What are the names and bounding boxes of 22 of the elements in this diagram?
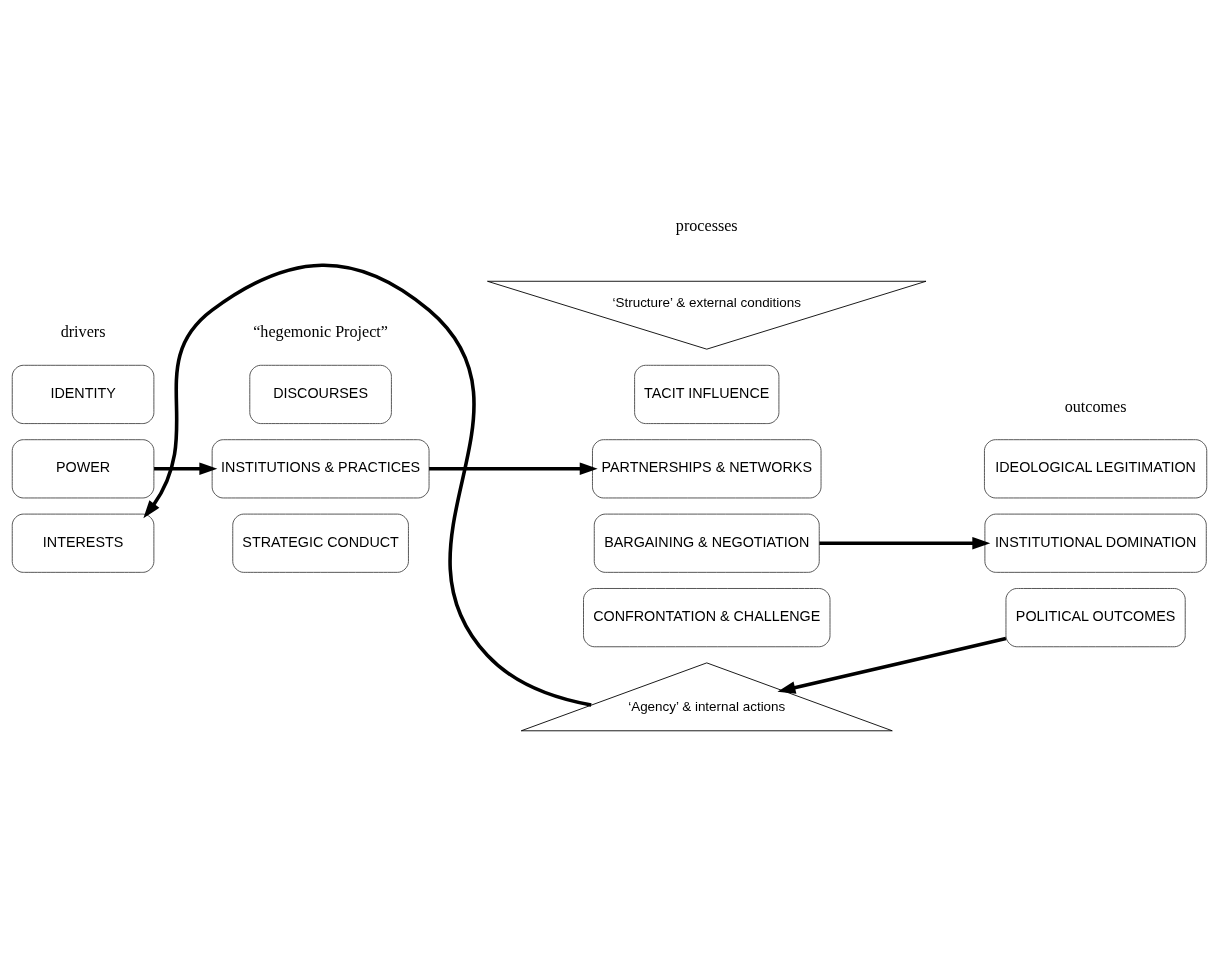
node-box: CONFRONTATION & CHALLENGE: [583, 588, 831, 648]
node-box: PARTNERSHIPS & NETWORKS: [592, 439, 822, 499]
label: outcomes: [1064, 397, 1127, 415]
node-box: IDEOLOGICAL LEGITIMATION: [984, 439, 1208, 499]
node-box: INTERESTS: [11, 513, 155, 573]
node-box: POLITICAL OUTCOMES: [1005, 588, 1186, 648]
arrow: [429, 462, 598, 476]
arrow: [819, 536, 991, 550]
label: “hegemonic Project”: [253, 323, 388, 341]
node-box: POWER: [11, 439, 155, 499]
node-box: TACIT INFLUENCE: [634, 364, 780, 424]
label: processes: [675, 216, 738, 234]
label: drivers: [60, 323, 106, 341]
node-box: INSTITUTIONAL DOMINATION: [984, 513, 1207, 573]
node-box: STRATEGIC CONDUCT: [232, 513, 409, 573]
arrow: [154, 462, 218, 476]
node-box: DISCOURSES: [249, 364, 392, 424]
arrow: [777, 636, 1007, 694]
node-box: BARGAINING & NEGOTIATION: [593, 513, 820, 573]
node-box: INSTITUTIONS & PRACTICES: [211, 439, 430, 499]
arrow: [143, 263, 592, 707]
node-box: IDENTITY: [11, 364, 155, 424]
